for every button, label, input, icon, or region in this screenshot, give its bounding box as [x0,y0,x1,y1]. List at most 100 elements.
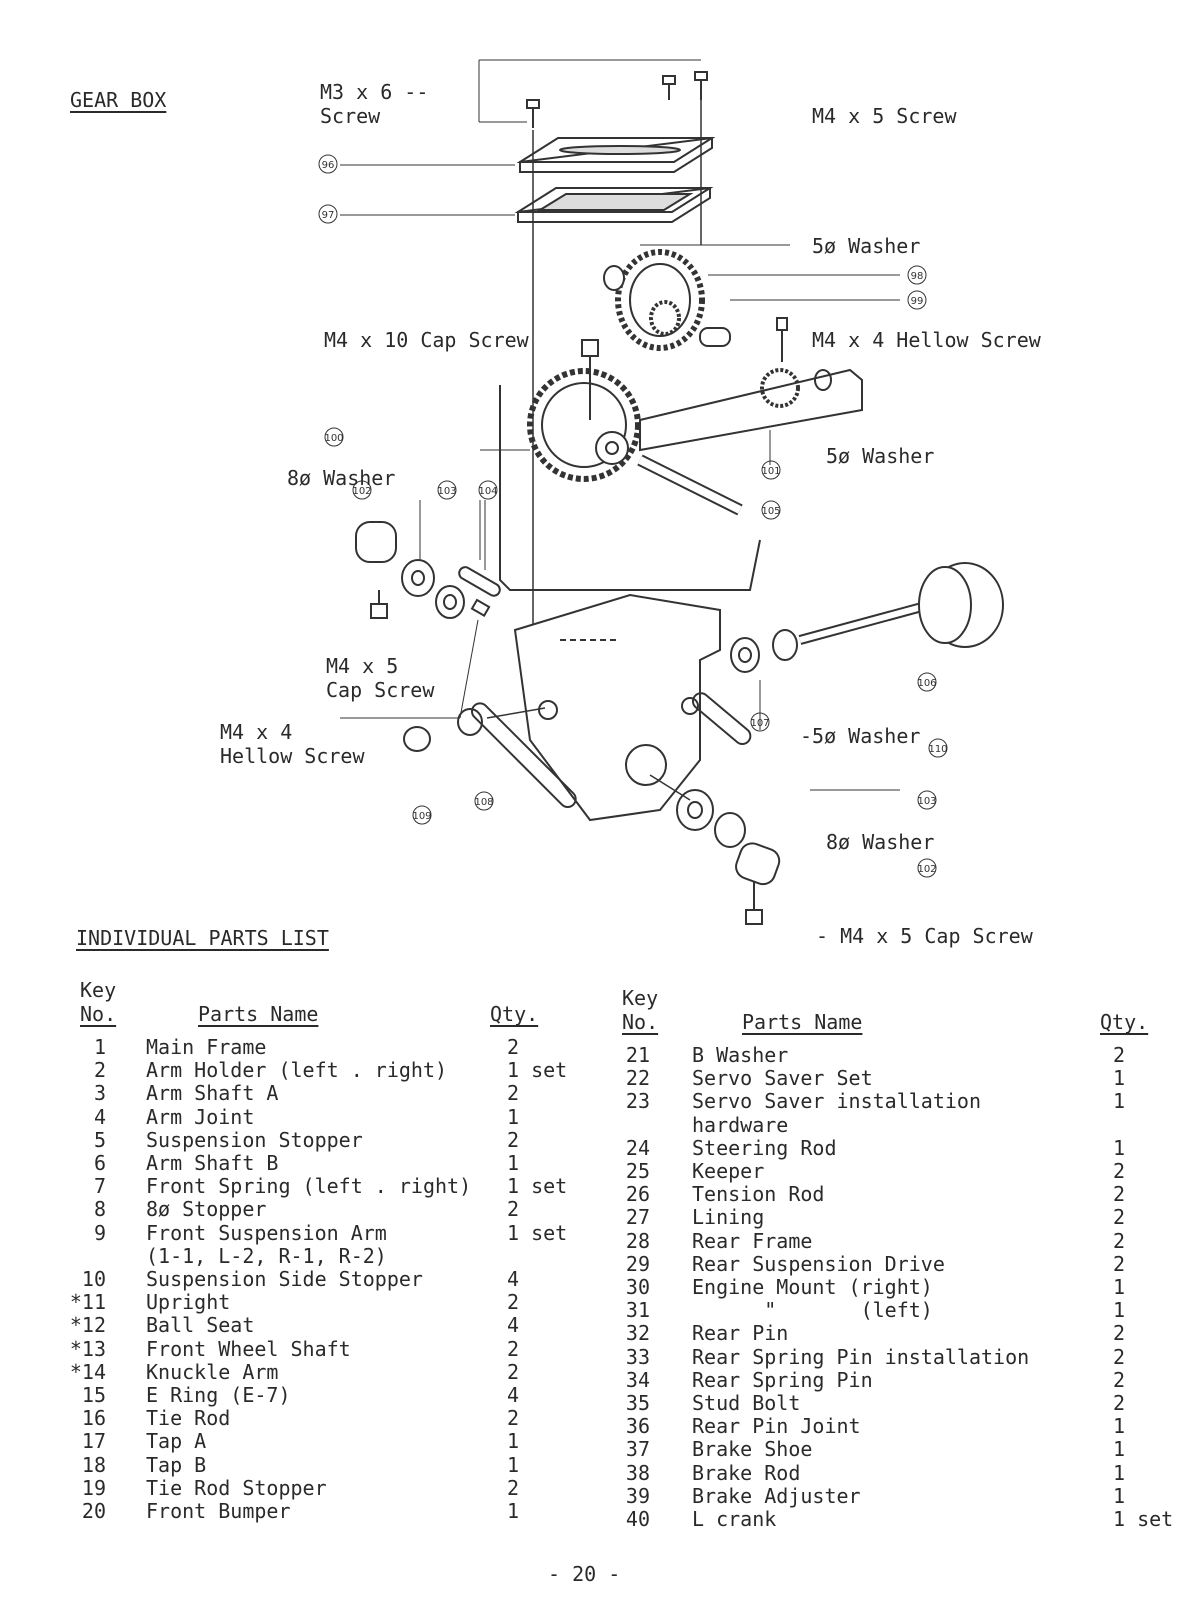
part-key: 30 [625,1275,650,1299]
part-key: 40 [625,1507,650,1531]
part-number-110: 110 [928,744,947,755]
label-m3-screw-line1: M3 x 6 -- [320,80,429,104]
part-key: *12 [69,1313,106,1338]
part-qty: 2 [1113,1344,1126,1369]
part-key: 15 [81,1383,106,1407]
gear-box-title: GEAR BOX [70,88,167,112]
part-name: Front Wheel Shaft [146,1336,351,1361]
part-key: 18 [81,1452,106,1477]
part-qty: 2 [1113,1228,1126,1253]
part-qty: 2 [507,1127,520,1152]
part-qty: 2 [507,1406,520,1431]
part-number-106: 106 [917,678,936,689]
part-key: 34 [625,1367,650,1392]
part-qty: 1 [1113,1298,1126,1323]
part-name: Tap B [146,1452,207,1477]
part-name: Brake Shoe [692,1437,813,1462]
part-name: Brake Rod [692,1460,801,1485]
part-qty: 2 [507,1197,520,1222]
part-key: 25 [625,1159,650,1183]
part-number-109: 109 [412,811,431,822]
label-m4-4-hellow-left-line2: Hellow Screw [220,744,365,768]
m3-screw-icon [526,99,540,128]
label-m3-screw-line2: Screw [320,104,381,128]
spur-gear-icon [527,368,641,482]
part-key: 7 [93,1174,106,1199]
part-name: Suspension Side Stopper [146,1267,423,1291]
table-row: 30 Engine Mount (right) 1 [0,1276,1200,1299]
part-key: 20 [81,1499,106,1523]
part-key: 26 [625,1182,650,1207]
part-number-107: 107 [750,718,769,729]
part-qty: 2 [1113,1367,1126,1392]
table-row: 35 Stud Bolt 2 [0,1392,1200,1415]
part-qty: 2 [507,1081,520,1106]
part-number-98: 98 [911,271,924,282]
part-name: Main Frame [146,1035,267,1059]
part-qty: 2 [1113,1182,1126,1207]
part-number-108: 108 [474,797,493,808]
part-qty: 4 [507,1267,520,1291]
part-name: Rear Pin [692,1321,789,1346]
part-qty: 4 [507,1313,520,1338]
bracket-plate [499,368,863,591]
part-qty: 1 [1113,1135,1126,1160]
part-name: Upright [146,1290,231,1315]
part-key: 10 [81,1267,106,1291]
part-name: Rear Pin Joint [692,1414,861,1439]
part-key: 22 [625,1066,650,1091]
part-number-103b: 103 [917,796,936,807]
label-5-washer-a: 5ø Washer [812,234,921,258]
part-name: Steering Rod [692,1135,837,1160]
pinion-gear-icon [649,300,731,347]
part-number-101: 101 [761,466,780,477]
part-qty: 2 [1113,1391,1126,1415]
part-key: 36 [625,1414,650,1439]
part-qty: 1 set [507,1174,568,1199]
part-name: Arm Shaft A [146,1081,279,1106]
part-qty: 1 [1113,1275,1126,1299]
gearbox-housing [471,593,752,822]
part-key: 4 [93,1104,106,1129]
label-8-washer-left: 8ø Washer [287,466,396,490]
right-header-name: Parts Name [742,1010,863,1034]
part-qty: 4 [507,1383,520,1407]
part-name: Engine Mount (right) [692,1275,933,1299]
part-name: Suspension Stopper [146,1127,363,1152]
part-qty: 2 [507,1475,520,1500]
part-key: 5 [93,1127,106,1152]
table-row: 33 Rear Spring Pin installation 2 [0,1344,1200,1369]
part-key: 33 [625,1344,650,1369]
part-name: hardware [692,1112,789,1137]
part-number-104: 104 [478,486,497,497]
part-key: 19 [81,1475,106,1500]
part-qty: 1 [507,1429,520,1454]
part-key: 35 [625,1391,650,1415]
part-number-bubbles: 96 97 98 99 100 101 102 103 104 105 106 … [318,154,948,878]
label-m4-4-hellow-screw-right: M4 x 4 Hellow Screw [812,328,1041,352]
part-name: Rear Spring Pin installation [692,1344,1030,1369]
part-qty: 2 [1113,1159,1126,1183]
part-key: 29 [625,1251,650,1276]
part-name: Stud Bolt [692,1391,801,1415]
part-name: Front Bumper [146,1499,291,1523]
part-qty: 1 set [507,1058,568,1083]
gear-box-exploded-diagram: 96 97 98 99 100 101 102 103 104 105 106 … [318,59,1004,925]
